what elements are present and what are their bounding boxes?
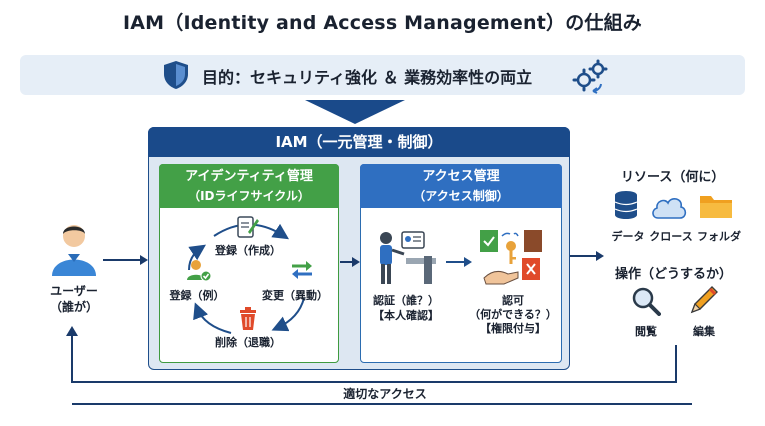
user-label-line2: （誰が）: [49, 300, 98, 314]
identity-subtitle: （IDライフサイクル）: [188, 189, 310, 203]
user-check-icon: [187, 260, 212, 282]
authn-line2: 【本人確認】: [373, 309, 439, 322]
identity-title: アイデンティティ管理: [185, 169, 313, 184]
step-delete: 削除（退職）: [215, 336, 281, 349]
pencil-icon: [690, 286, 718, 314]
operations-title: 操作（どうするか）: [615, 267, 733, 282]
down-arrow-icon: [305, 100, 405, 124]
database-icon: [614, 191, 638, 219]
resources-title: リソース（何に）: [621, 170, 725, 185]
authz-line2: （何ができる？）: [469, 308, 557, 321]
iam-header: IAM（一元管理・制御）: [148, 127, 570, 157]
access-management-header: アクセス管理 （アクセス制御）: [360, 164, 562, 208]
user-label-line1: ユーザー: [50, 284, 98, 298]
access-subtitle: （アクセス制御）: [413, 189, 509, 203]
key-doors-icon: [480, 230, 542, 285]
identity-management-header: アイデンティティ管理 （IDライフサイクル）: [159, 164, 339, 208]
step-change: 変更（異動）: [262, 289, 328, 302]
resource-folder: フォルダ: [697, 230, 741, 243]
user-avatar-icon: [52, 225, 96, 276]
step-register-create: 登録（作成）: [215, 244, 281, 257]
arrow-right-icon: [446, 257, 472, 267]
resource-data: データ: [611, 230, 645, 243]
edit-document-icon: [237, 216, 259, 238]
resource-cloud: クロース: [649, 230, 693, 243]
page-title: IAM（Identity and Access Management）の仕組み: [122, 12, 642, 34]
access-title: アクセス管理: [422, 169, 500, 184]
operation-edit: 編集: [693, 325, 715, 338]
shield-icon: [164, 61, 188, 89]
id-badge-gate-icon: [380, 231, 436, 284]
purpose-text: 目的：セキュリティ強化 ＆ 業務効率性の両立: [202, 68, 533, 87]
folder-icon: [700, 196, 732, 218]
purpose-banner: [20, 55, 745, 95]
authz-line1: 認可: [502, 294, 524, 307]
trash-icon: [240, 307, 256, 330]
swap-arrows-icon: [292, 261, 312, 279]
magnifier-icon: [632, 287, 661, 316]
step-register-example: 登録（例）: [169, 289, 225, 302]
cloud-icon: [652, 198, 687, 219]
operation-view: 閲覧: [635, 325, 657, 338]
authn-line1: 認証（誰？）: [373, 294, 439, 307]
authz-line3: 【権限付与】: [480, 322, 546, 335]
appropriate-access-label: 適切なアクセス: [343, 387, 427, 401]
gears-icon: [572, 59, 608, 94]
